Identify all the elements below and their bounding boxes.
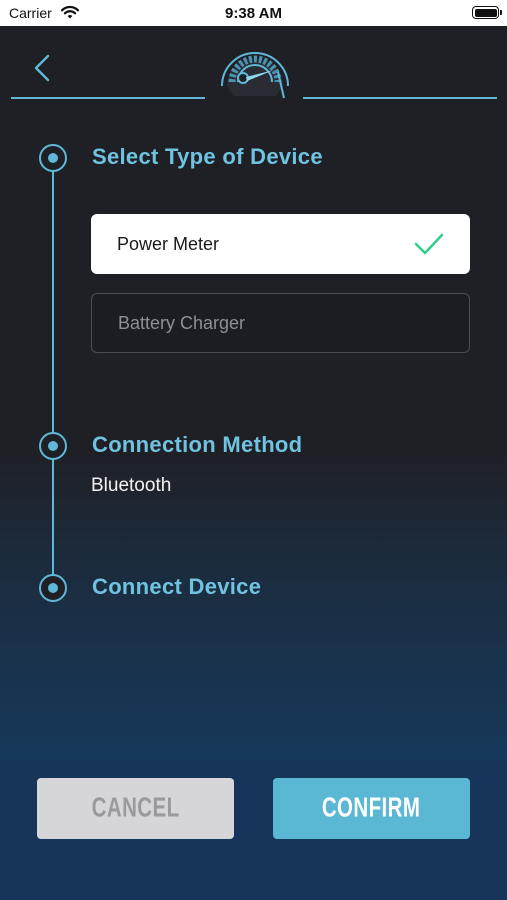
back-button[interactable]: [26, 50, 56, 86]
header-divider-left: [11, 97, 205, 99]
carrier-label: Carrier: [9, 5, 52, 21]
wifi-icon: [60, 4, 80, 25]
option-label: Battery Charger: [118, 312, 246, 333]
battery-icon: [472, 6, 502, 19]
header-divider-right: [303, 97, 497, 99]
speedometer-icon: [218, 42, 292, 100]
chevron-left-icon: [34, 54, 50, 82]
step-title-device-type: Select Type of Device: [92, 144, 323, 169]
step-marker-device-type: [39, 144, 67, 172]
step-marker-connection-method: [39, 432, 67, 460]
clock-time: 9:38 AM: [225, 5, 282, 22]
cancel-button-label: CANCEL: [91, 792, 180, 824]
option-label: Power Meter: [117, 233, 220, 254]
main-content: [0, 26, 507, 760]
option-battery-charger[interactable]: Battery Charger: [91, 293, 470, 353]
step-marker-connect-device: [39, 574, 67, 602]
checkmark-icon: [414, 233, 444, 255]
connection-method-value: Bluetooth: [91, 475, 172, 496]
option-power-meter[interactable]: Power Meter: [91, 214, 470, 274]
steps-timeline: [52, 158, 54, 588]
status-bar: Carrier 9:38 AM: [0, 0, 507, 26]
cancel-button[interactable]: CANCEL: [37, 778, 234, 839]
confirm-button[interactable]: CONFIRM: [273, 778, 470, 839]
step-title-connect-device: Connect Device: [92, 574, 262, 599]
step-title-connection-method: Connection Method: [92, 432, 303, 457]
confirm-button-label: CONFIRM: [322, 792, 421, 824]
